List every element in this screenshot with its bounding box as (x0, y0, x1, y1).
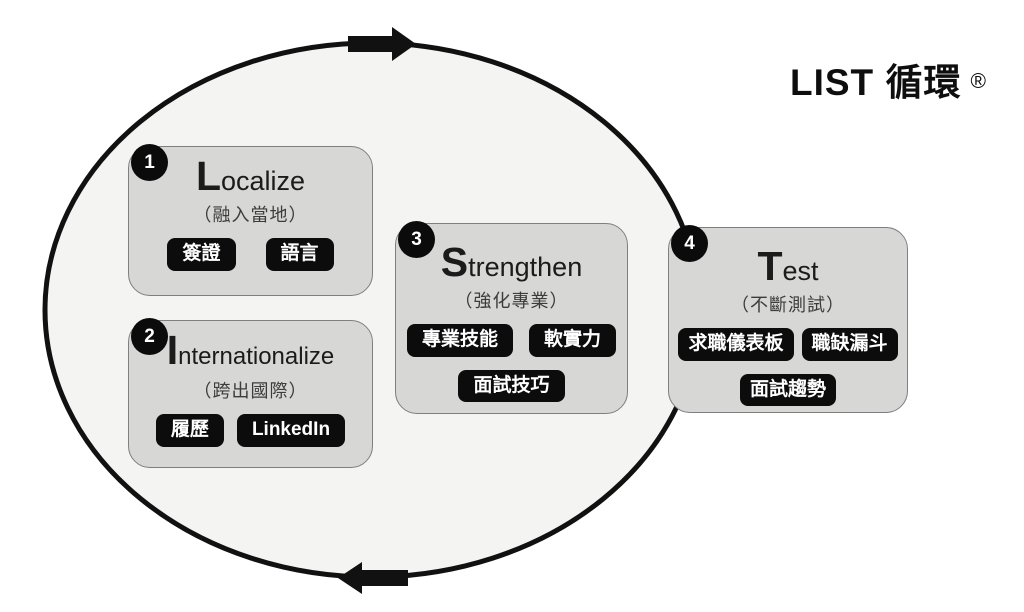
step-title-rest: trengthen (468, 252, 583, 282)
step-title: Localize (129, 156, 372, 198)
tag-row: 簽證 語言 (129, 238, 372, 271)
tag-visa: 簽證 (167, 238, 236, 271)
diagram-title: LIST 循環 ® (790, 52, 986, 106)
diagram-title-text: LIST 循環 (790, 62, 962, 103)
step-title-initial: I (166, 327, 179, 373)
step-subtitle: （融入當地） (193, 205, 308, 225)
tag-job-dashboard: 求職儀表板 (678, 328, 794, 361)
step-card-localize: 1 Localize （融入當地） 簽證 語言 (128, 144, 373, 296)
step-number: 3 (411, 228, 422, 250)
step-title-rest: nternationalize (178, 343, 335, 370)
registered-mark-icon: ® (970, 70, 986, 93)
step-subtitle: （不斷測試） (731, 295, 845, 315)
step-card-internationalize: 2 Internationalize （跨出國際） 履歷 LinkedIn (128, 318, 373, 468)
step-number: 4 (684, 232, 695, 254)
tag-row: 求職儀表板 職缺漏斗 (669, 328, 907, 361)
tag-interview-trends: 面試趨勢 (739, 373, 836, 407)
tag-row: 專業技能 軟實力 (396, 324, 627, 357)
tag-row: 履歷 LinkedIn (129, 414, 372, 447)
step-card-strengthen: 3 Strengthen （強化專業） 專業技能 軟實力 面試技巧 (395, 221, 628, 414)
tag-language: 語言 (265, 238, 334, 271)
step-number-badge: 4 (671, 225, 708, 262)
step-title-initial: T (757, 243, 783, 289)
step-subtitle: （強化專業） (454, 291, 569, 311)
step-number: 2 (144, 325, 155, 347)
tag-row: 面試趨勢 (669, 373, 907, 407)
step-title: Strengthen (396, 242, 627, 284)
step-title-rest: ocalize (221, 166, 306, 196)
arrow-left-icon (338, 562, 408, 594)
step-number: 1 (144, 151, 155, 173)
step-title-rest: est (782, 256, 819, 286)
arrow-right-icon (348, 27, 416, 61)
step-subtitle: （跨出國際） (193, 381, 308, 401)
tag-professional-skills: 專業技能 (406, 324, 513, 357)
tag-job-funnel: 職缺漏斗 (801, 328, 898, 361)
step-title-initial: S (440, 239, 469, 285)
step-title-initial: L (195, 153, 221, 199)
step-card-test: 4 Test （不斷測試） 求職儀表板 職缺漏斗 面試趨勢 (668, 225, 908, 413)
tag-resume: 履歷 (155, 414, 224, 447)
tag-row: 面試技巧 (396, 369, 627, 403)
tag-linkedin: LinkedIn (236, 414, 346, 447)
step-number-badge: 1 (131, 144, 168, 181)
tag-interview-skills: 面試技巧 (458, 369, 565, 403)
step-title: Test (669, 246, 907, 288)
step-number-badge: 3 (398, 221, 435, 258)
tag-soft-skills: 軟實力 (529, 324, 617, 357)
step-number-badge: 2 (131, 318, 168, 355)
step-title: Internationalize (129, 330, 372, 374)
